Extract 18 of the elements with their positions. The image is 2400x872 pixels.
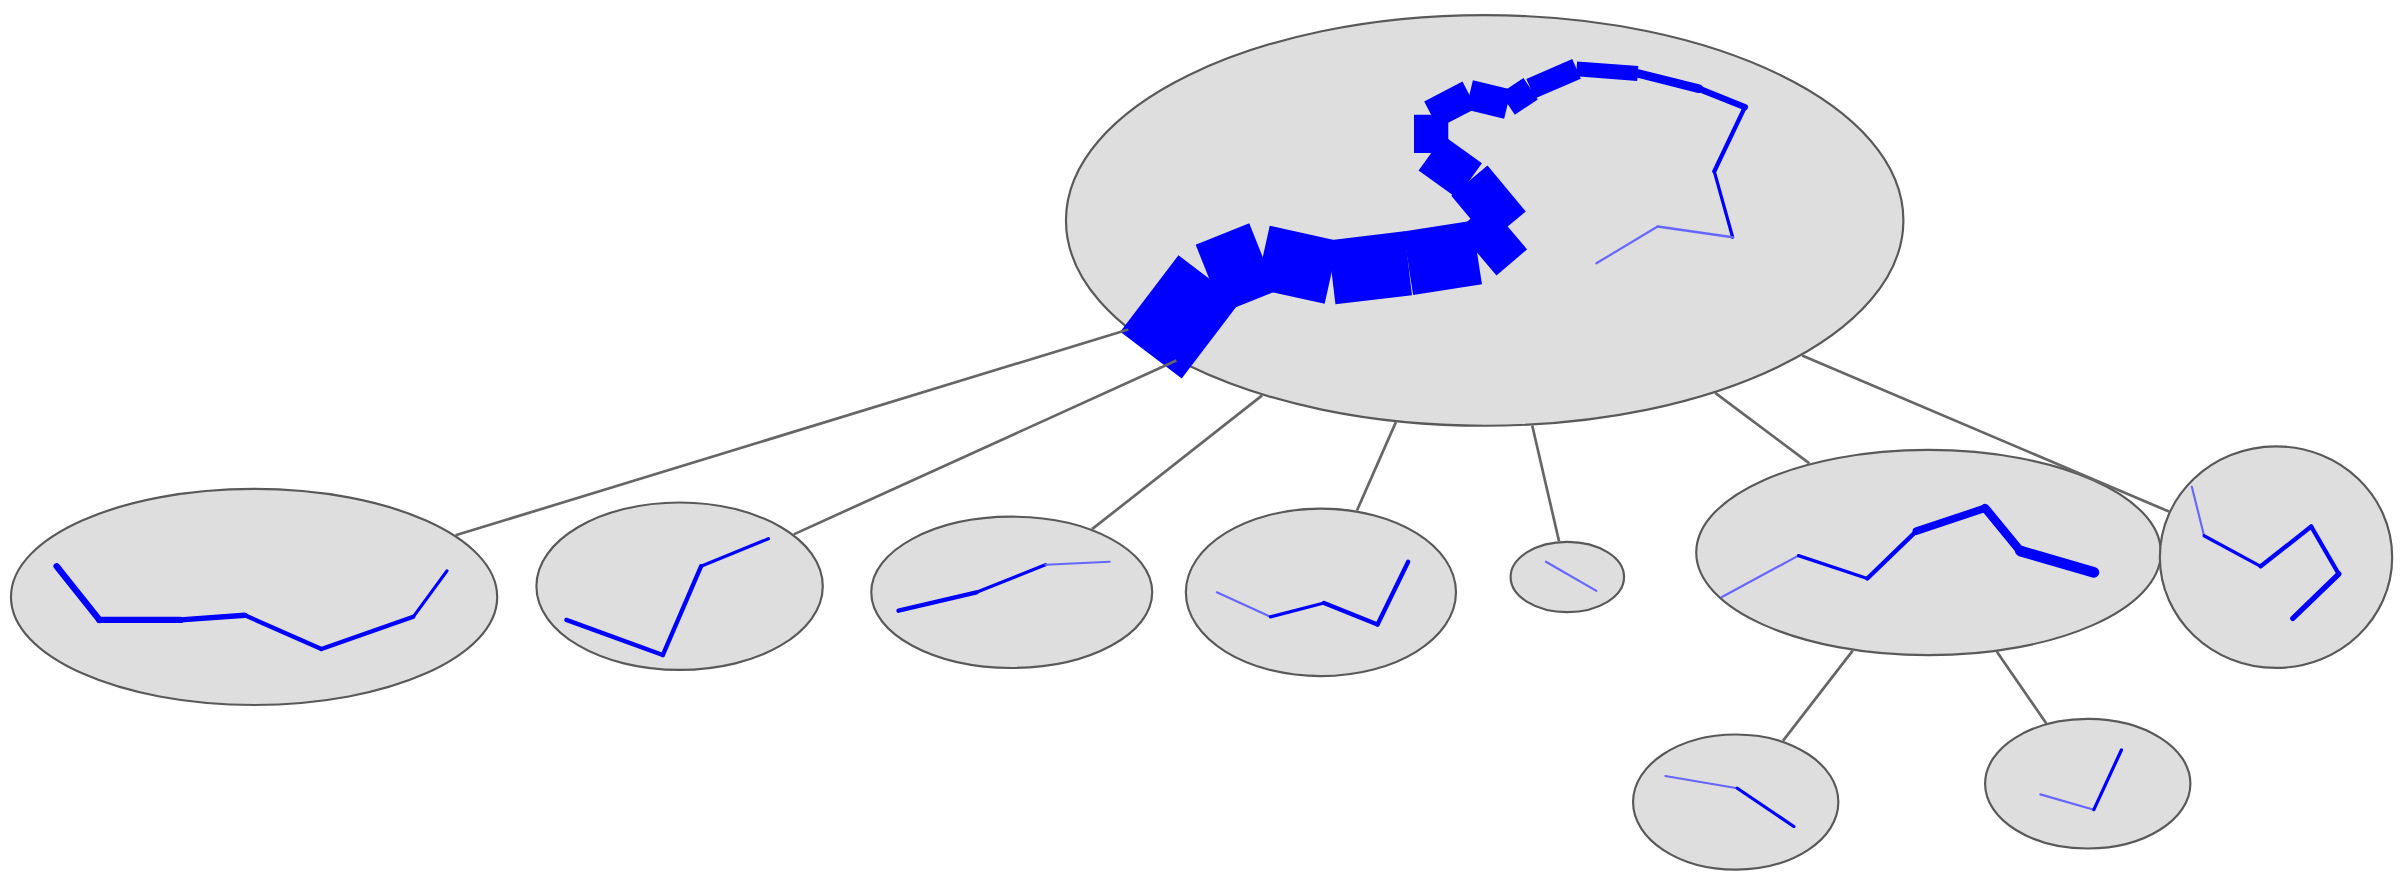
connector-line xyxy=(455,327,1129,537)
connector-line xyxy=(1714,391,1811,465)
blob xyxy=(535,501,824,671)
blob xyxy=(1184,507,1458,677)
connector-line xyxy=(1995,650,2048,724)
blob xyxy=(1064,13,1905,427)
connector-line xyxy=(793,359,1177,536)
blob xyxy=(2158,445,2394,669)
connector-line xyxy=(1801,354,2170,513)
connector-line xyxy=(1781,649,1854,742)
blob xyxy=(870,515,1154,669)
blob xyxy=(1631,733,1840,871)
connector-line xyxy=(1091,394,1263,530)
connector-line xyxy=(1355,421,1398,511)
connector-line xyxy=(1530,424,1561,542)
blob xyxy=(9,487,499,706)
blob xyxy=(1984,717,2192,850)
blob xyxy=(1695,448,2162,657)
